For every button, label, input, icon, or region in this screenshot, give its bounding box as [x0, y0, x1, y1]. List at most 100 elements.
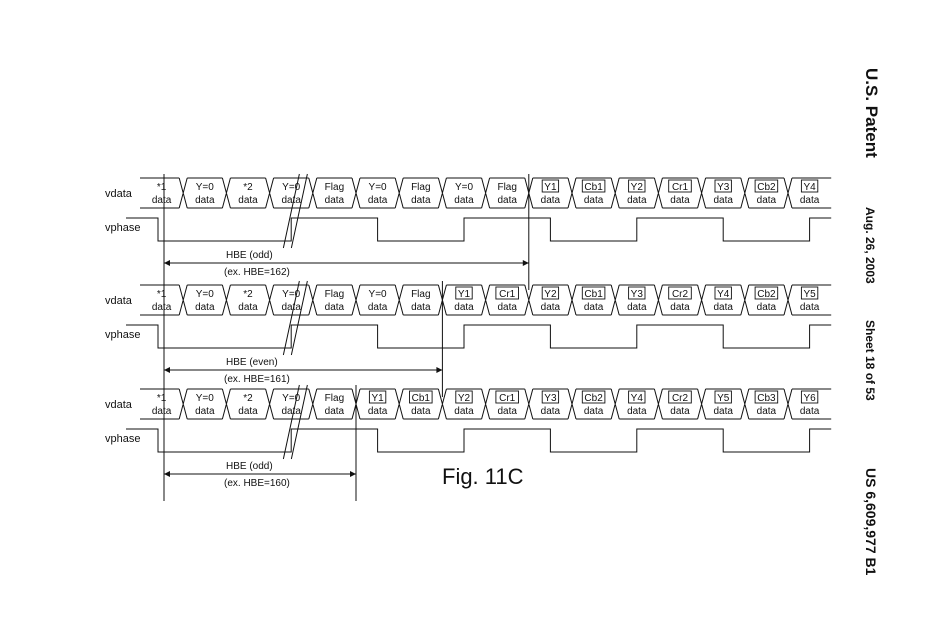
vdata-cell-label: *2	[243, 393, 253, 404]
vdata-cell-label: Cr2	[672, 393, 689, 404]
hbe-example: (ex. HBE=162)	[224, 267, 290, 278]
vdata-cell-label: Flag	[325, 182, 344, 193]
vdata-cell-label: Y4	[717, 289, 730, 300]
vdata-cell-label: Y=0	[196, 393, 215, 404]
hbe-label: HBE (even)	[226, 357, 278, 368]
vdata-cell-sub: data	[238, 302, 258, 313]
sample-box	[714, 179, 732, 193]
vdata-cell-label: *1	[157, 393, 167, 404]
vdata-cell-sub: data	[800, 195, 820, 206]
vdata-cell-label: Flag	[411, 289, 430, 300]
vdata-cell-label: Y=0	[455, 182, 474, 193]
vdata-cell-sub: data	[541, 406, 561, 417]
vdata-cell-sub: data	[627, 195, 647, 206]
vdata-cell-sub: data	[325, 195, 345, 206]
vdata-cell-label: Flag	[411, 182, 430, 193]
vdata-cell-sub: data	[757, 195, 777, 206]
sample-box	[800, 286, 819, 300]
sample-box	[754, 390, 779, 404]
vdata-cell-sub: data	[713, 195, 733, 206]
patent-number: US 6,609,977 B1	[863, 468, 879, 576]
vdata-cell-sub: data	[368, 195, 388, 206]
vdata-bus	[140, 177, 832, 209]
vdata-cell-sub: data	[670, 195, 690, 206]
vdata-cell-sub: data	[281, 195, 301, 206]
vdata-cell-sub: data	[713, 406, 733, 417]
vdata-cell-label: Cb2	[584, 393, 603, 404]
vdata-cell-sub: data	[368, 406, 388, 417]
vdata-bus	[140, 388, 832, 420]
vdata-cell-sub: data	[195, 406, 215, 417]
vphase-waveform	[126, 428, 832, 453]
vdata-cell-sub: data	[541, 195, 561, 206]
vdata-cell-label: Y2	[458, 393, 471, 404]
vdata-cell-sub: data	[800, 302, 820, 313]
vdata-cell-label: Cr2	[672, 289, 689, 300]
vdata-cell-sub: data	[584, 406, 604, 417]
vdata-cell-sub: data	[670, 302, 690, 313]
sample-box	[581, 179, 606, 193]
vdata-cell-sub: data	[800, 406, 820, 417]
sample-box	[714, 390, 732, 404]
sample-box	[800, 390, 819, 404]
vdata-cell-label: Cb1	[584, 289, 603, 300]
vdata-cell-label: *1	[157, 289, 167, 300]
vdata-cell-sub: data	[281, 406, 301, 417]
vdata-label: vdata	[105, 399, 133, 411]
sample-box	[581, 286, 606, 300]
vdata-cell-label: Y1	[544, 182, 557, 193]
vdata-cell-label: Cb2	[757, 182, 776, 193]
vdata-cell-sub: data	[368, 302, 388, 313]
vdata-cell-sub: data	[541, 302, 561, 313]
sample-box	[628, 179, 646, 193]
vdata-cell-sub: data	[627, 406, 647, 417]
break-mark	[282, 173, 308, 249]
vdata-cell-label: Y4	[803, 182, 816, 193]
vdata-cell-label: Y=0	[196, 289, 215, 300]
vdata-cell-sub: data	[238, 195, 258, 206]
hbe-example: (ex. HBE=160)	[224, 478, 290, 489]
vdata-cell-label: Cb1	[412, 393, 431, 404]
patent-label: U.S. Patent	[862, 68, 881, 158]
vdata-cell-sub: data	[411, 406, 431, 417]
vdata-cell-label: Cb2	[757, 289, 776, 300]
vdata-cell-sub: data	[713, 302, 733, 313]
vdata-cell-label: Flag	[325, 393, 344, 404]
vdata-cell-label: Y5	[717, 393, 730, 404]
sample-box	[368, 390, 387, 404]
vdata-cell-sub: data	[238, 406, 258, 417]
vphase-label: vphase	[105, 433, 140, 445]
vphase-label: vphase	[105, 329, 140, 341]
vdata-cell-label: *2	[243, 182, 253, 193]
vdata-cell-label: Y=0	[196, 182, 215, 193]
vdata-label: vdata	[105, 295, 133, 307]
vdata-cell-sub: data	[152, 406, 172, 417]
vdata-cell-label: Y4	[631, 393, 644, 404]
sample-box	[409, 390, 433, 404]
vphase-waveform	[126, 324, 832, 349]
break-mark	[282, 384, 308, 460]
vdata-cell-sub: data	[497, 406, 517, 417]
vdata-cell-sub: data	[757, 406, 777, 417]
patent-sheet: Sheet 18 of 53	[863, 320, 877, 401]
vdata-cell-label: Y=0	[369, 289, 388, 300]
vdata-cell-sub: data	[325, 302, 345, 313]
vdata-cell-label: Y6	[803, 393, 816, 404]
sample-box	[628, 286, 646, 300]
patent-date: Aug. 26, 2003	[863, 207, 877, 284]
vdata-cell-label: Y3	[717, 182, 730, 193]
vdata-cell-label: Y3	[544, 393, 557, 404]
timing-row-3: vdata vphase *1 data Y=0 data *2 data Y=0 data Fla…	[105, 384, 832, 501]
sample-box	[714, 286, 732, 300]
vdata-cell-label: Y=0	[282, 393, 301, 404]
sample-box	[668, 286, 692, 300]
vdata-cell-label: Y=0	[369, 182, 388, 193]
break-mark	[282, 280, 308, 356]
vdata-cell-sub: data	[497, 302, 517, 313]
sample-box	[581, 390, 606, 404]
hbe-example: (ex. HBE=161)	[224, 374, 290, 385]
vdata-cell-sub: data	[454, 406, 474, 417]
vdata-cell-sub: data	[411, 195, 431, 206]
vdata-cell-label: Y=0	[282, 182, 301, 193]
